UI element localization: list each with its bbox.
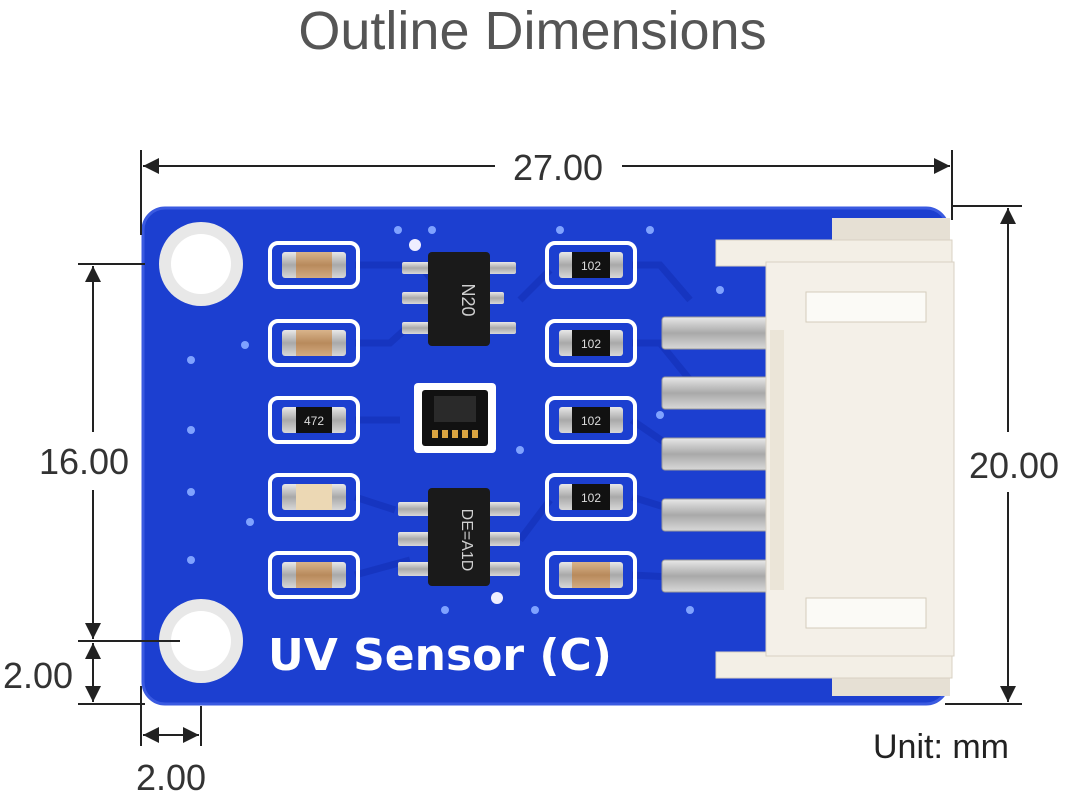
dimension-hole-offset-y-label: 2.00 <box>3 655 73 696</box>
ic-bottom: DE=A1D <box>398 488 520 586</box>
unit-label: Unit: mm <box>873 728 1009 766</box>
dimension-hole-offset-y: 2.00 <box>3 643 145 705</box>
dimension-hole-spacing: 16.00 <box>39 263 180 642</box>
connector-housing <box>715 218 955 696</box>
capacitor-5 <box>545 551 637 599</box>
right-components: 102 102 102 102 <box>545 241 637 599</box>
resistor-marking: 472 <box>304 414 324 428</box>
uv-sensor-chip <box>414 383 496 453</box>
ic-marking: N20 <box>458 283 478 316</box>
dimension-hole-spacing-label: 16.00 <box>39 441 129 482</box>
capacitor-4 <box>268 551 360 599</box>
mounting-hole-bottom <box>159 599 243 683</box>
resistor-102-3: 102 <box>545 396 637 444</box>
resistor-marking: 102 <box>581 337 601 351</box>
capacitor-2 <box>268 319 360 367</box>
resistor-marking: 102 <box>581 491 601 505</box>
left-components: 472 <box>268 241 360 599</box>
dimension-hole-offset-x-label: 2.00 <box>136 757 206 798</box>
resistor-marking: 102 <box>581 414 601 428</box>
resistor-472: 472 <box>268 396 360 444</box>
dimension-width-label: 27.00 <box>513 147 603 188</box>
dimension-height-label: 20.00 <box>969 445 1059 486</box>
resistor-102-2: 102 <box>545 319 637 367</box>
page-title: Outline Dimensions <box>298 1 767 61</box>
dimension-width: 27.00 <box>140 147 953 235</box>
capacitor-3 <box>268 473 360 521</box>
ic-top: N20 <box>402 252 516 346</box>
resistor-102-4: 102 <box>545 473 637 521</box>
capacitor-1 <box>268 241 360 289</box>
mounting-hole-top <box>159 222 243 306</box>
dimension-hole-offset-x: 2.00 <box>136 686 206 798</box>
resistor-marking: 102 <box>581 259 601 273</box>
board-label: UV Sensor (C) <box>268 630 612 681</box>
resistor-102-1: 102 <box>545 241 637 289</box>
dimension-height: 20.00 <box>945 205 1059 705</box>
ic-marking: DE=A1D <box>458 509 475 572</box>
